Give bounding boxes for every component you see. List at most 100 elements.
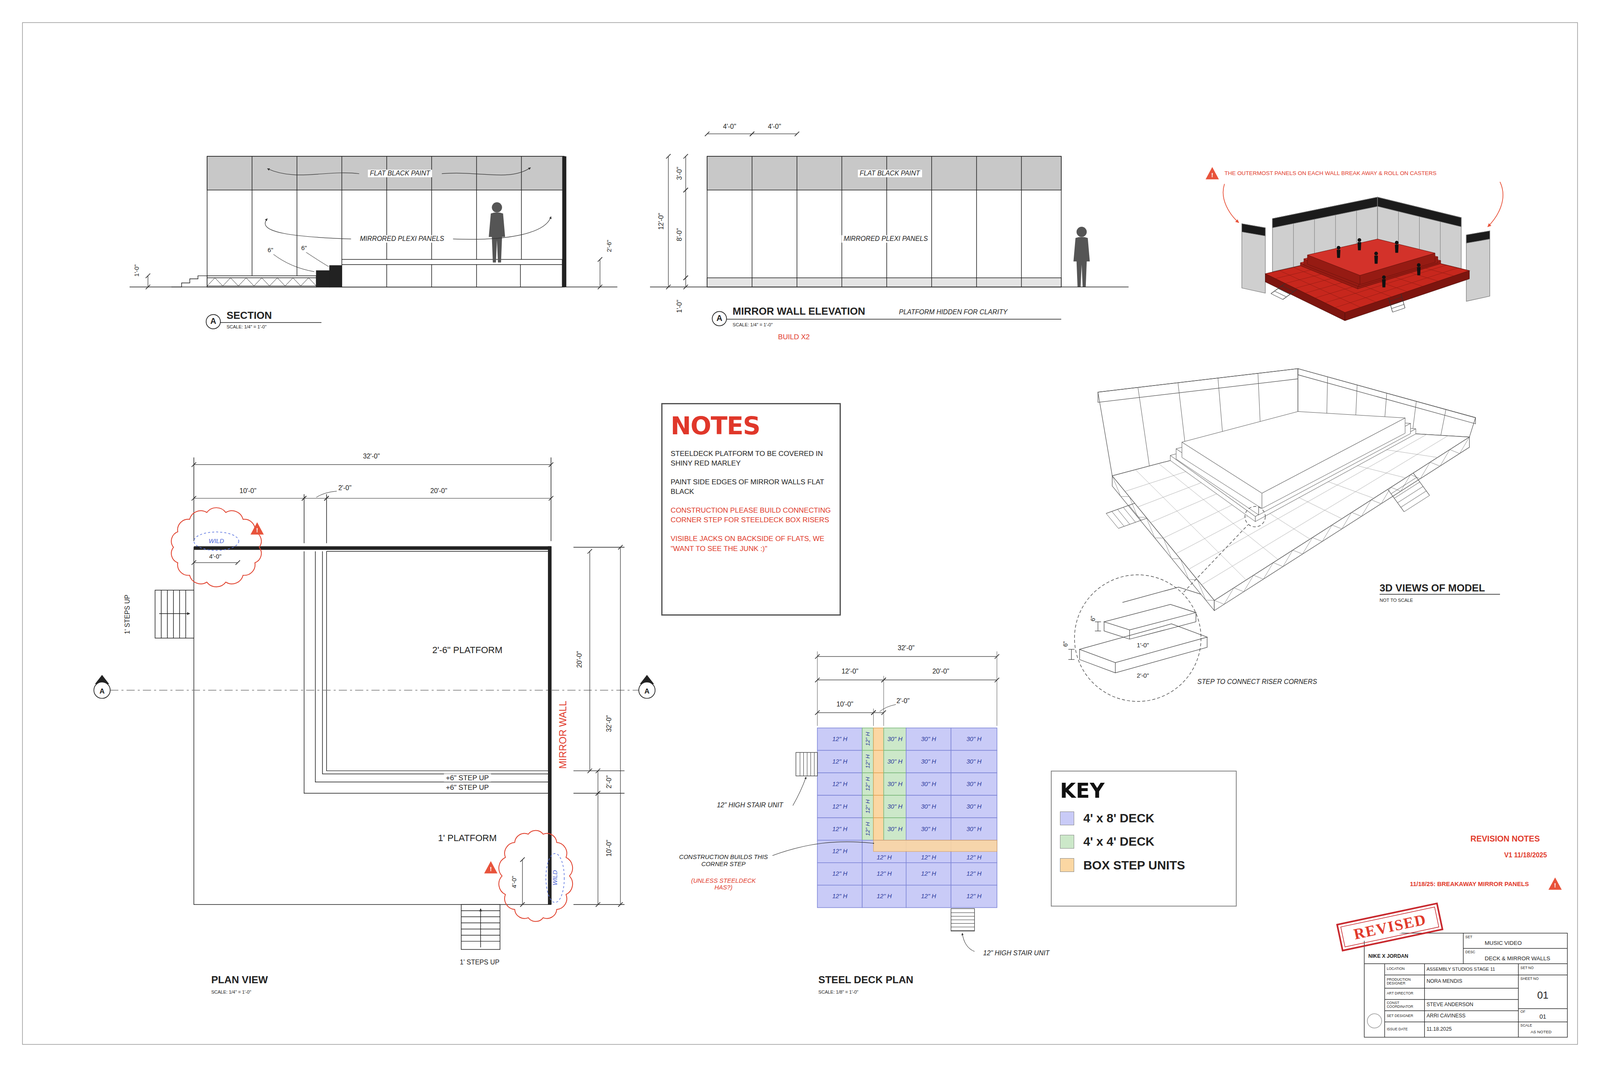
drawing-line	[147, 275, 148, 288]
annotation-text: FLAT BLACK PAINT	[857, 170, 922, 178]
drawing-line	[667, 156, 669, 287]
drawing-line	[1390, 477, 1417, 494]
annotation-text-box: 6"	[1089, 615, 1097, 621]
figure-head	[1417, 263, 1421, 268]
deck-cell-label-box: 12" H	[832, 780, 848, 788]
annotation-text: SCALE: 1/4" = 1'-0"	[211, 989, 252, 995]
figure-body	[1357, 242, 1362, 251]
drawing-path	[1073, 237, 1090, 288]
drawing-line	[1270, 293, 1283, 300]
drawing-line	[595, 790, 601, 796]
annotation-text: PLAN VIEW	[211, 974, 268, 986]
drawing-rect	[1364, 932, 1568, 1038]
annotation-text-box: 4'-0"	[209, 552, 222, 560]
annotation-text-box: PLATFORM HIDDEN FOR CLARITY	[899, 308, 1008, 317]
deck-cell-label-box: 12" H	[920, 870, 936, 877]
deck-cell-label: 12" H	[876, 870, 892, 877]
drawing-rect	[193, 546, 551, 550]
annotation-text: STEP TO CONNECT RISER CORNERS	[1197, 677, 1318, 686]
title-block-text: DECK & MIRROR WALLS	[1484, 955, 1550, 962]
deck-cell	[817, 750, 863, 773]
drawing-rect	[341, 259, 563, 287]
drawing-line	[1379, 593, 1500, 595]
deck-cell-label-box: 12" H	[920, 853, 936, 861]
warning-mark: !	[490, 865, 493, 873]
drawing-line	[548, 495, 554, 501]
drawing-path	[161, 590, 186, 638]
drawing-rect	[22, 22, 1578, 1044]
leader-line	[879, 704, 896, 712]
deck-cell	[883, 772, 907, 795]
drawing-path	[1122, 587, 1205, 603]
title-block-text: ARRI CAVINESS	[1426, 1012, 1466, 1019]
drawing-circle	[491, 202, 502, 213]
annotation-text-box: FLAT BLACK PAINT	[857, 170, 922, 178]
drawing-path	[316, 490, 337, 498]
deck-cell-label-box: 30" H	[966, 780, 982, 788]
deck-cell	[862, 750, 874, 773]
drawing-path	[480, 908, 481, 948]
deck-cell-label-box: 30" H	[966, 802, 982, 810]
title-block-text: ISSUE DATE	[1386, 1027, 1408, 1031]
drawing-line	[326, 497, 552, 499]
drawing-line	[1394, 481, 1420, 498]
drawing-line	[587, 548, 593, 554]
annotation-text: A	[716, 313, 723, 323]
figure-body	[1382, 279, 1386, 288]
drawing-line	[685, 156, 686, 190]
drawing-line	[597, 284, 603, 290]
deck-cell-label-box: 30" H	[887, 802, 903, 810]
title-block-text: DESC	[1465, 950, 1476, 954]
annotation-text: 32'-0"	[897, 644, 915, 652]
title-block-text-box: AS NOTED	[1530, 1029, 1552, 1035]
title-block-text: ASSEMBLY STUDIOS STAGE 11	[1426, 966, 1495, 972]
annotation-text: +6" STEP UP	[443, 773, 491, 782]
annotation-text: NOT TO SCALE	[1379, 597, 1413, 603]
drawing-line	[1440, 409, 1446, 435]
annotation-text-box: 10'-0"	[605, 839, 613, 857]
annotation-text: FLAT BLACK PAINT	[367, 170, 433, 178]
warning-mark-box: !	[1211, 171, 1214, 179]
drawing-line	[595, 768, 601, 773]
deck-cell-label-box: 30" H	[887, 825, 903, 832]
deck-cell-label: 12" H	[920, 870, 936, 877]
deck-cell-label: 12" H	[832, 757, 848, 765]
annotation-text: SECTION	[226, 309, 273, 321]
annotation-text-box: 1'-0"	[133, 264, 140, 277]
deck-cell-label: 30" H	[887, 757, 903, 765]
drawing-line	[618, 545, 623, 550]
drawing-rect	[707, 156, 1062, 287]
drawing-path	[1518, 974, 1568, 1022]
deck-cell-label-box: 12" H	[864, 799, 871, 813]
drawing-line	[1404, 495, 1430, 512]
annotation-text-box: BUILD X2	[777, 332, 810, 341]
warning-mark: !	[256, 526, 259, 534]
title-block-text-box: SET NO	[1520, 965, 1534, 970]
wall-panel	[1241, 223, 1265, 294]
deck-cell-label: 12" H	[832, 802, 848, 810]
annotation-text: +6" STEP UP	[443, 783, 491, 792]
figure-head	[1336, 245, 1341, 250]
deck-cell-label: 30" H	[966, 735, 982, 743]
drawing-path	[452, 216, 551, 240]
annotation-text-box: 20'-0"	[430, 487, 448, 495]
drawing-path	[341, 264, 563, 288]
leader-line	[772, 841, 874, 856]
annotation-text-box: SCALE: 1/4" = 1'-0"	[226, 324, 267, 330]
annotation-text-box: 6"	[267, 246, 273, 254]
deck-cell-label-box: 12" H	[966, 853, 982, 861]
annotation-text: A	[644, 687, 650, 695]
warning-mark: !	[1211, 171, 1214, 179]
annotation-text-box: 10'-0"	[836, 700, 854, 708]
key-box: KEY4' x 8' DECK4' x 4' DECKBOX STEP UNIT…	[1050, 770, 1237, 907]
legend-text: BOX STEP UNITS	[1083, 857, 1185, 873]
annotation-text: 4'-0"	[767, 122, 782, 131]
drawing-line	[810, 752, 811, 776]
annotation-text-box: (UNLESS STEELDECK HAS?)	[682, 877, 765, 891]
deck-cell	[906, 817, 952, 840]
title-block-text-box: ASSEMBLY STUDIOS STAGE 11	[1426, 966, 1495, 972]
drawing-rect	[1340, 906, 1439, 947]
deck-cell	[873, 772, 884, 795]
drawing-rect	[461, 904, 500, 950]
